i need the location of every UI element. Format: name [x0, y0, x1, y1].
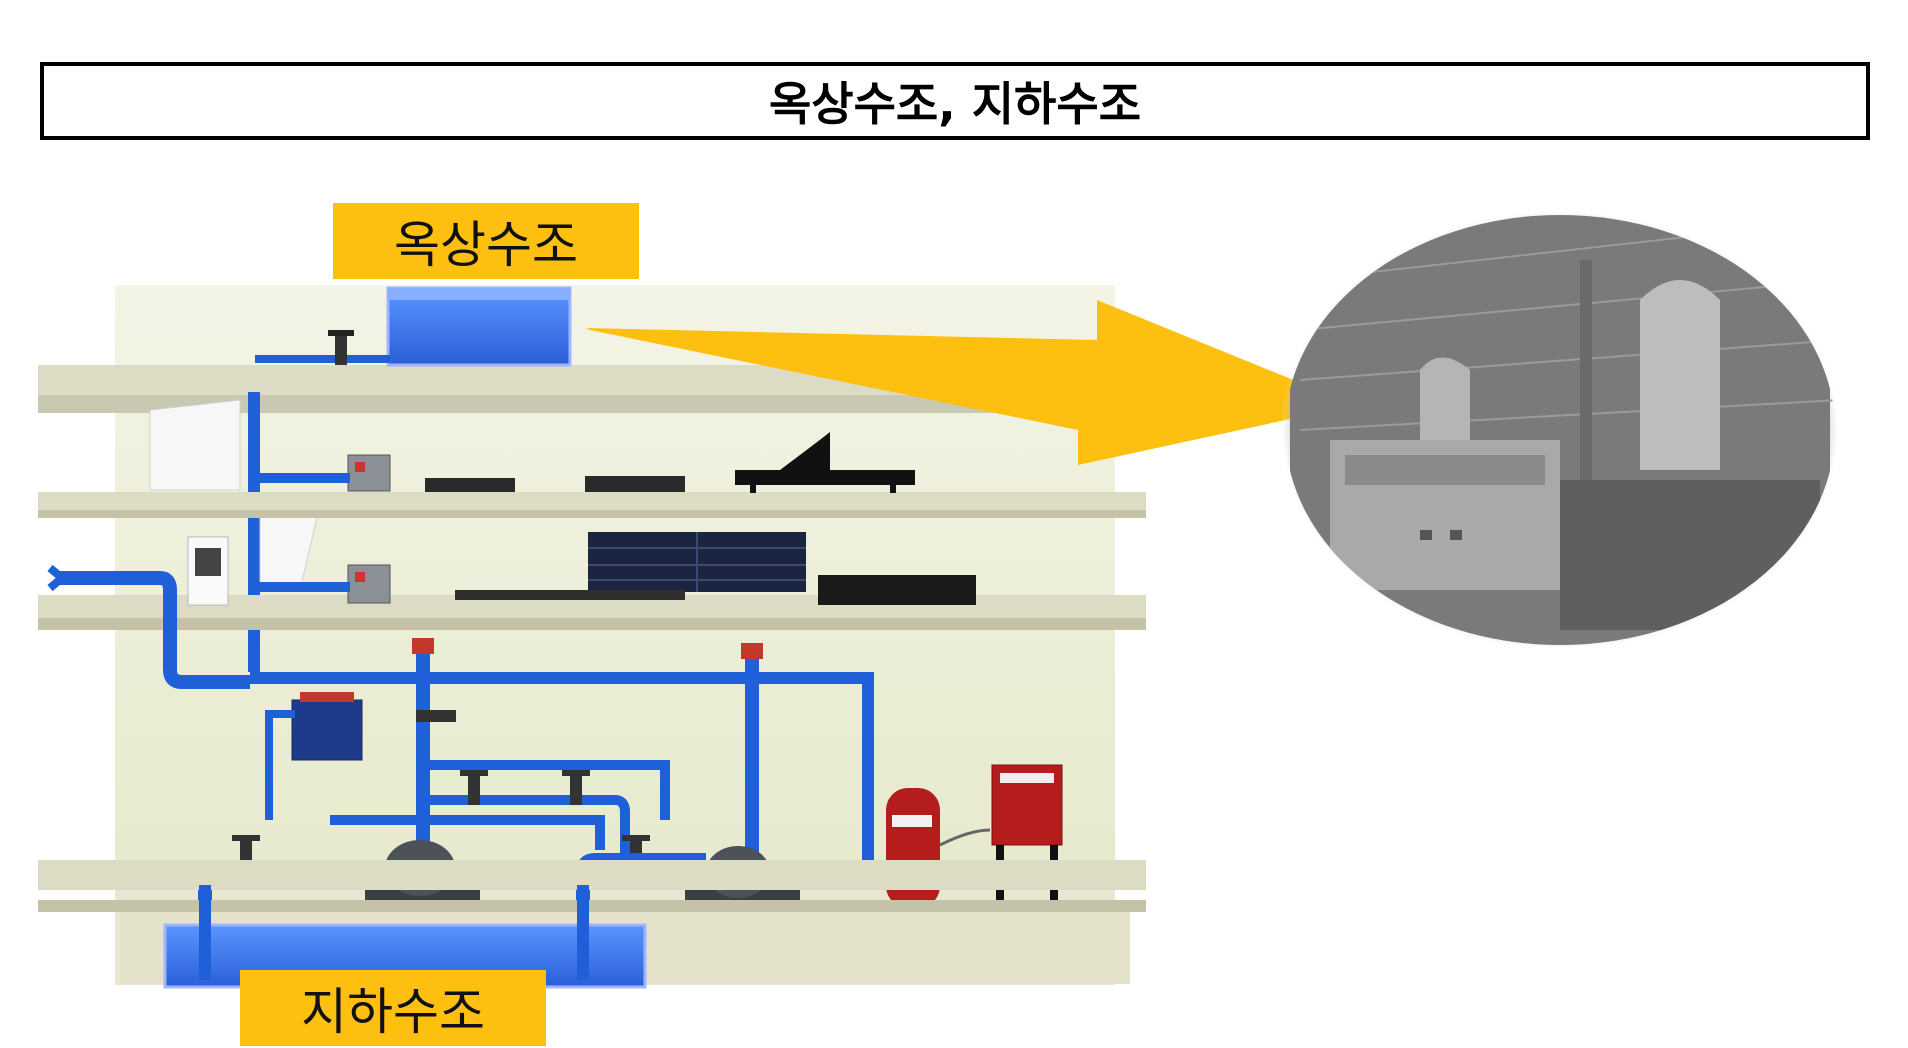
floor-slab-2	[38, 492, 1146, 510]
page-title: 옥상수조, 지하수조	[40, 62, 1870, 140]
inlet-pipe	[47, 564, 250, 689]
valve-icon	[232, 710, 650, 870]
pressure-tank-icon	[886, 788, 942, 920]
staircase	[149, 399, 321, 591]
rooftop-water-tank	[386, 286, 572, 367]
arrow-icon	[586, 300, 1355, 465]
expansion-tank	[291, 692, 363, 761]
ground-slab	[38, 860, 1146, 890]
control-box-upper	[347, 454, 391, 492]
server-racks	[588, 532, 976, 605]
rooftop-valve	[255, 330, 390, 365]
control-box-lower	[347, 564, 391, 604]
equipment-row-upper	[425, 476, 685, 492]
test-loop-pipes	[330, 760, 670, 860]
piano-icon	[735, 432, 915, 493]
equipment-row-lower	[455, 590, 685, 600]
main-header-pipe	[250, 672, 870, 684]
fire-alarm-panel	[187, 536, 229, 606]
pump-riser-2	[741, 643, 763, 855]
rooftop-tank-label: 옥상수조	[333, 203, 639, 279]
underground-tank-label: 지하수조	[240, 970, 546, 1046]
rooftop-photo	[1280, 210, 1840, 650]
